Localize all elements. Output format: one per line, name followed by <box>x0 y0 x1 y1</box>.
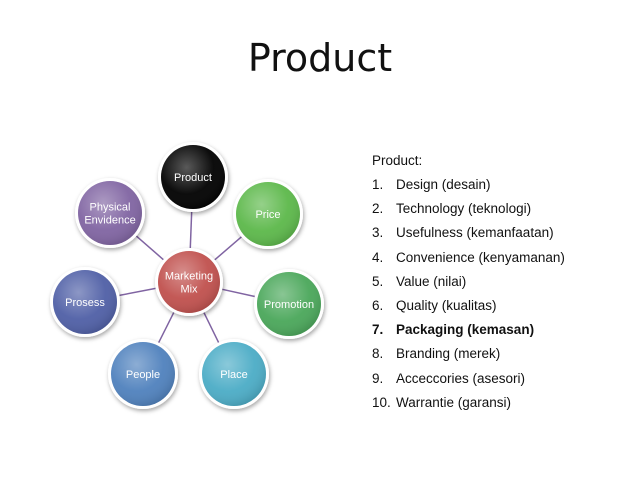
node-product-highlight <box>161 145 225 209</box>
node-place-label: Place <box>220 369 248 381</box>
node-promotion-label: Promotion <box>264 299 314 311</box>
connector-physical-evidence <box>135 235 164 261</box>
list-heading: Product: <box>372 153 423 168</box>
node-promotion-highlight <box>257 272 321 336</box>
list-item-number: 2. <box>372 201 384 217</box>
node-promotion-circle <box>254 269 324 339</box>
center-marketing-mix-highlight <box>158 251 220 313</box>
center-marketing-mix-circle <box>155 248 223 316</box>
product-list: Product: 1. Design (desain) 2. Technology (… <box>372 151 565 417</box>
list-item-text: Packaging (kemasan) <box>396 322 535 338</box>
list-item: 9. Acceccories (asesori) <box>372 369 565 393</box>
node-people-label: People <box>126 369 160 381</box>
list-item-text: Value (nilai) <box>396 273 467 289</box>
list-item-text: Warrantie (garansi) <box>396 394 512 410</box>
node-people-circle <box>108 339 178 409</box>
connector-people <box>157 312 175 344</box>
list-item-number: 1. <box>372 177 384 192</box>
list-item-text: Branding (merek) <box>396 346 501 362</box>
node-place-circle <box>199 339 269 409</box>
node-physical-evidence-highlight <box>78 181 142 245</box>
connectors <box>119 211 255 344</box>
connector-promotion <box>222 288 255 298</box>
node-product-circle <box>158 142 228 212</box>
slide-title: Product <box>247 36 393 80</box>
node-price-circle <box>233 179 303 249</box>
list-item: 3. Usefulness (kemanfaatan) <box>372 223 565 247</box>
list-item: 4. Convenience (kenyamanan) <box>372 248 565 272</box>
node-prosess-highlight <box>53 270 117 334</box>
node-price-label: Price <box>255 209 280 221</box>
node-prosess-label: Prosess <box>65 297 105 309</box>
list-item-number: 4. <box>372 249 384 265</box>
list-item-number: 3. <box>372 225 384 241</box>
connector-price <box>214 236 242 261</box>
node-place-highlight <box>202 342 266 406</box>
list-item-text: Quality (kualitas) <box>396 297 497 313</box>
list-item-number: 5. <box>372 273 384 289</box>
list-item-number: 8. <box>372 346 384 362</box>
list-item-text: Design (desain) <box>396 177 491 192</box>
list-item-number: 10. <box>372 394 391 410</box>
connector-product <box>189 211 193 249</box>
connector-prosess <box>119 287 156 297</box>
list-item-text: Usefulness (kemanfaatan) <box>396 225 554 241</box>
list-item: 5. Value (nilai) <box>372 272 565 296</box>
list-item-text: Technology (teknologi) <box>396 201 532 217</box>
list-item-text: Convenience (kenyamanan) <box>396 249 565 265</box>
list-item: 1. Design (desain) <box>372 175 565 199</box>
connector-place <box>203 312 220 343</box>
list-item-text: Acceccories (asesori) <box>396 370 526 386</box>
node-product-label: Product <box>174 172 212 184</box>
list-items: 1. Design (desain) 2. Technology (teknologi… <box>372 175 565 417</box>
list-item-number: 9. <box>372 370 384 386</box>
list-item-number: 7. <box>372 322 384 338</box>
node-prosess-circle <box>50 267 120 337</box>
list-item-number: 6. <box>372 297 384 313</box>
node-people-highlight <box>111 342 175 406</box>
node-price-highlight <box>236 182 300 246</box>
list-item: 2. Technology (teknologi) <box>372 199 565 223</box>
list-item: 8. Branding (merek) <box>372 344 565 368</box>
list-item: 7. Packaging (kemasan) <box>372 320 565 344</box>
list-item: 6. Quality (kualitas) <box>372 296 565 320</box>
list-item: 10. Warrantie (garansi) <box>372 393 565 417</box>
node-physical-evidence-circle <box>75 178 145 248</box>
